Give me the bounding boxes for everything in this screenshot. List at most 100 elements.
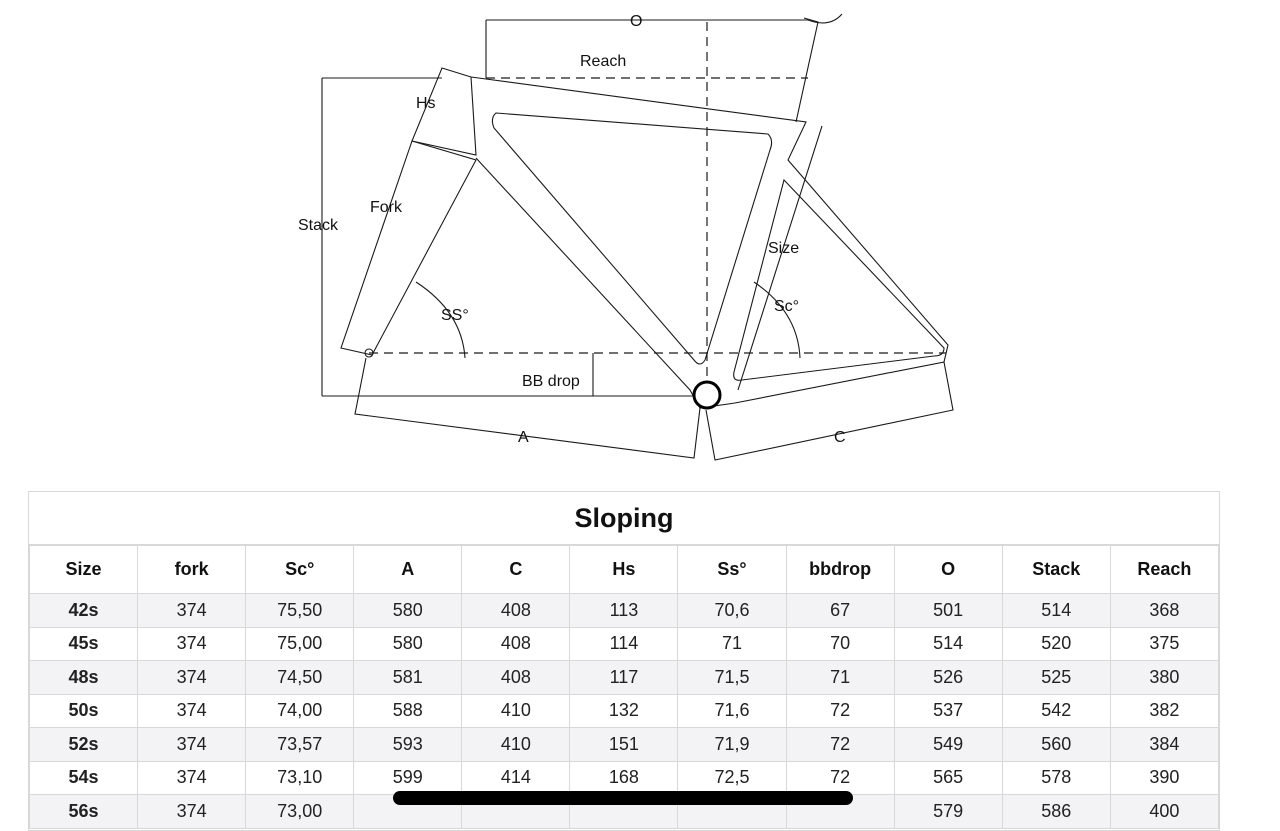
label-hs: Hs — [416, 95, 436, 112]
header-c: C — [461, 545, 571, 594]
cell-fork: 374 — [137, 794, 247, 829]
cell-fork: 374 — [137, 593, 247, 628]
a-dimension-line — [354, 357, 701, 459]
frame-outline — [470, 76, 949, 409]
table-row: 52s 374 73,57 593 410 151 71,9 72 549 56… — [29, 727, 1219, 762]
cell-fork: 374 — [137, 693, 247, 728]
cell-reach: 375 — [1109, 626, 1219, 661]
cell-hs: 117 — [569, 660, 679, 695]
geometry-table: Size fork Sc° A C Hs Ss° bbdrop O Stack … — [29, 545, 1219, 829]
rear-triangle — [733, 178, 945, 381]
cell-a: 599 — [353, 760, 463, 795]
cell-stack: 578 — [1001, 760, 1111, 795]
cell-c: 414 — [461, 760, 571, 795]
cell-a: 588 — [353, 693, 463, 728]
cell-stack: 542 — [1001, 693, 1111, 728]
geometry-table-panel: Sloping Size fork Sc° A C Hs Ss° bbdrop … — [28, 491, 1220, 831]
cell-hs: 114 — [569, 626, 679, 661]
cell-reach: 390 — [1109, 760, 1219, 795]
seat-stay-line — [737, 125, 823, 391]
label-o: O — [630, 13, 642, 30]
redaction-bar — [393, 791, 853, 805]
table-row: 50s 374 74,00 588 410 132 71,6 72 537 54… — [29, 693, 1219, 728]
cell-size: 48s — [29, 660, 139, 695]
cell-size: 52s — [29, 727, 139, 762]
cell-bbdrop: 71 — [785, 660, 895, 695]
label-a: A — [518, 429, 529, 446]
cell-c: 410 — [461, 727, 571, 762]
c-dimension-line — [705, 361, 954, 461]
frame-geometry-diagram: O Reach Hs Stack Fork SS° Size Sc° BB dr… — [298, 13, 954, 461]
cell-stack: 525 — [1001, 660, 1111, 695]
label-stack: Stack — [298, 217, 339, 234]
cell-o: 501 — [893, 593, 1003, 628]
cell-o: 514 — [893, 626, 1003, 661]
label-size: Size — [768, 240, 799, 257]
label-bb-drop: BB drop — [522, 373, 580, 390]
cell-reach: 382 — [1109, 693, 1219, 728]
cell-ss: 71,5 — [677, 660, 787, 695]
cell-a: 581 — [353, 660, 463, 695]
cell-c: 410 — [461, 693, 571, 728]
header-fork: fork — [137, 545, 247, 594]
cell-sc: 74,50 — [245, 660, 355, 695]
cell-bbdrop: 67 — [785, 593, 895, 628]
cell-c: 408 — [461, 626, 571, 661]
cell-sc: 74,00 — [245, 693, 355, 728]
cell-a: 580 — [353, 626, 463, 661]
cell-hs: 132 — [569, 693, 679, 728]
cell-ss: 70,6 — [677, 593, 787, 628]
label-ss: SS° — [441, 307, 469, 324]
head-tube — [411, 67, 477, 156]
label-fork: Fork — [370, 199, 403, 216]
cell-size: 50s — [29, 693, 139, 728]
cell-hs: 168 — [569, 760, 679, 795]
header-ss: Ss° — [677, 545, 787, 594]
label-c: C — [834, 429, 846, 446]
cell-c: 408 — [461, 660, 571, 695]
cell-reach: 380 — [1109, 660, 1219, 695]
header-sc: Sc° — [245, 545, 355, 594]
cell-size: 42s — [29, 593, 139, 628]
cell-hs: 151 — [569, 727, 679, 762]
cell-ss: 72,5 — [677, 760, 787, 795]
table-row: 54s 374 73,10 599 414 168 72,5 72 565 57… — [29, 760, 1219, 795]
cell-reach: 400 — [1109, 794, 1219, 829]
front-axle — [364, 348, 374, 358]
cell-size: 56s — [29, 794, 139, 829]
cell-c: 408 — [461, 593, 571, 628]
cell-bbdrop: 72 — [785, 727, 895, 762]
header-hs: Hs — [569, 545, 679, 594]
cell-size: 54s — [29, 760, 139, 795]
cell-sc: 73,10 — [245, 760, 355, 795]
main-triangle — [491, 112, 773, 365]
table-row: 42s 374 75,50 580 408 113 70,6 67 501 51… — [29, 593, 1219, 628]
fork-shape — [340, 140, 477, 356]
cell-o: 549 — [893, 727, 1003, 762]
header-bbdrop: bbdrop — [785, 545, 895, 594]
cell-stack: 514 — [1001, 593, 1111, 628]
header-reach: Reach — [1109, 545, 1219, 594]
cell-fork: 374 — [137, 660, 247, 695]
label-sc: Sc° — [774, 298, 799, 315]
bottom-bracket — [692, 380, 722, 410]
cell-size: 45s — [29, 626, 139, 661]
header-stack: Stack — [1001, 545, 1111, 594]
cell-o: 565 — [893, 760, 1003, 795]
cell-a: 593 — [353, 727, 463, 762]
cell-fork: 374 — [137, 626, 247, 661]
cell-o: 537 — [893, 693, 1003, 728]
cell-sc: 75,50 — [245, 593, 355, 628]
cell-fork: 374 — [137, 727, 247, 762]
cell-reach: 384 — [1109, 727, 1219, 762]
ss-angle-arc — [415, 281, 466, 359]
cell-o: 526 — [893, 660, 1003, 695]
cell-hs: 113 — [569, 593, 679, 628]
cell-stack: 560 — [1001, 727, 1111, 762]
cell-sc: 73,57 — [245, 727, 355, 762]
cell-bbdrop: 70 — [785, 626, 895, 661]
label-reach: Reach — [580, 53, 626, 70]
table-title: Sloping — [29, 492, 1219, 545]
cell-a: 580 — [353, 593, 463, 628]
table-header-row: Size fork Sc° A C Hs Ss° bbdrop O Stack … — [29, 545, 1219, 594]
